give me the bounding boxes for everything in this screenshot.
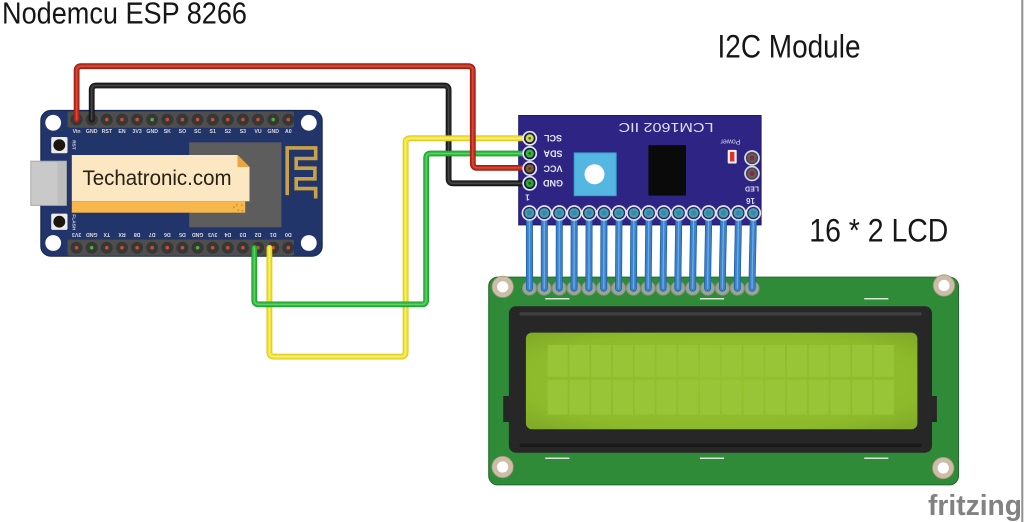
svg-text:FLASH: FLASH [70, 214, 76, 231]
svg-text:D0: D0 [285, 231, 292, 237]
svg-text:S1: S1 [210, 129, 216, 135]
svg-text:D4: D4 [224, 231, 231, 237]
svg-text:D1: D1 [270, 231, 277, 237]
svg-text:S3: S3 [240, 129, 246, 135]
svg-text:TX: TX [103, 231, 110, 237]
svg-text:EN: EN [118, 129, 125, 135]
svg-text:GND: GND [192, 231, 204, 237]
svg-text:SDA: SDA [543, 148, 563, 158]
svg-text:SCL: SCL [543, 133, 562, 143]
svg-text:Nodemcu ESP 8266: Nodemcu ESP 8266 [2, 0, 247, 31]
svg-text:GND: GND [146, 129, 158, 135]
svg-text:3V3: 3V3 [132, 129, 141, 135]
svg-text:D3: D3 [239, 231, 246, 237]
svg-text:Techatronic.com: Techatronic.com [83, 167, 232, 190]
svg-text:LED: LED [745, 184, 759, 191]
svg-text:GND: GND [543, 178, 564, 188]
svg-text:D2: D2 [255, 231, 262, 237]
svg-text:GND: GND [267, 129, 279, 135]
svg-text:A0: A0 [285, 129, 292, 135]
svg-text:SC: SC [194, 129, 201, 135]
svg-text:SO: SO [179, 129, 187, 135]
svg-text:fritzing: fritzing [928, 490, 1022, 522]
svg-text:I2C Module: I2C Module [718, 29, 861, 65]
svg-text:RST: RST [70, 140, 76, 150]
svg-text:GND: GND [86, 231, 98, 237]
svg-text:RX: RX [118, 231, 126, 237]
svg-text:SK: SK [164, 129, 171, 135]
svg-text:RST: RST [102, 129, 113, 135]
svg-text:3V3: 3V3 [208, 231, 217, 237]
svg-text:S2: S2 [225, 129, 231, 135]
svg-text:16: 16 [746, 196, 755, 205]
svg-text:VU: VU [254, 129, 261, 135]
svg-text:Power: Power [720, 137, 741, 144]
svg-text:VCC: VCC [543, 163, 563, 173]
svg-text:LCM1602 IIC: LCM1602 IIC [619, 120, 714, 135]
svg-text:1: 1 [525, 193, 530, 202]
svg-text:3V3: 3V3 [72, 231, 81, 237]
svg-text:16 * 2 LCD: 16 * 2 LCD [809, 213, 948, 249]
svg-text:Vin: Vin [73, 129, 81, 135]
svg-text:D5: D5 [179, 231, 186, 237]
svg-text:GND: GND [86, 129, 98, 135]
svg-text:D7: D7 [149, 231, 156, 237]
svg-text:D6: D6 [164, 231, 171, 237]
svg-text:D8: D8 [134, 231, 141, 237]
